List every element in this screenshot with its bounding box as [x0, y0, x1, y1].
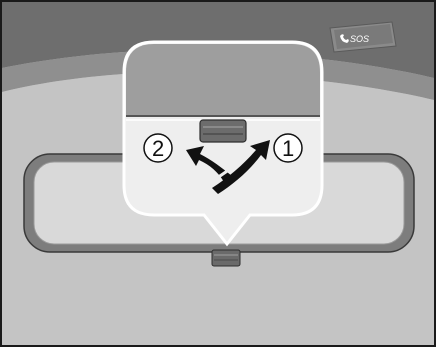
- inset-upper-view: [126, 44, 320, 116]
- callout-2-number: 2: [152, 136, 164, 161]
- callout-2: 2: [144, 134, 172, 162]
- sos-label: SOS: [350, 34, 369, 44]
- callout-1: 1: [274, 134, 302, 162]
- mirror-day-night-tab: [212, 250, 240, 266]
- callout-1-number: 1: [282, 136, 294, 161]
- inset-tab-closeup: [200, 120, 246, 142]
